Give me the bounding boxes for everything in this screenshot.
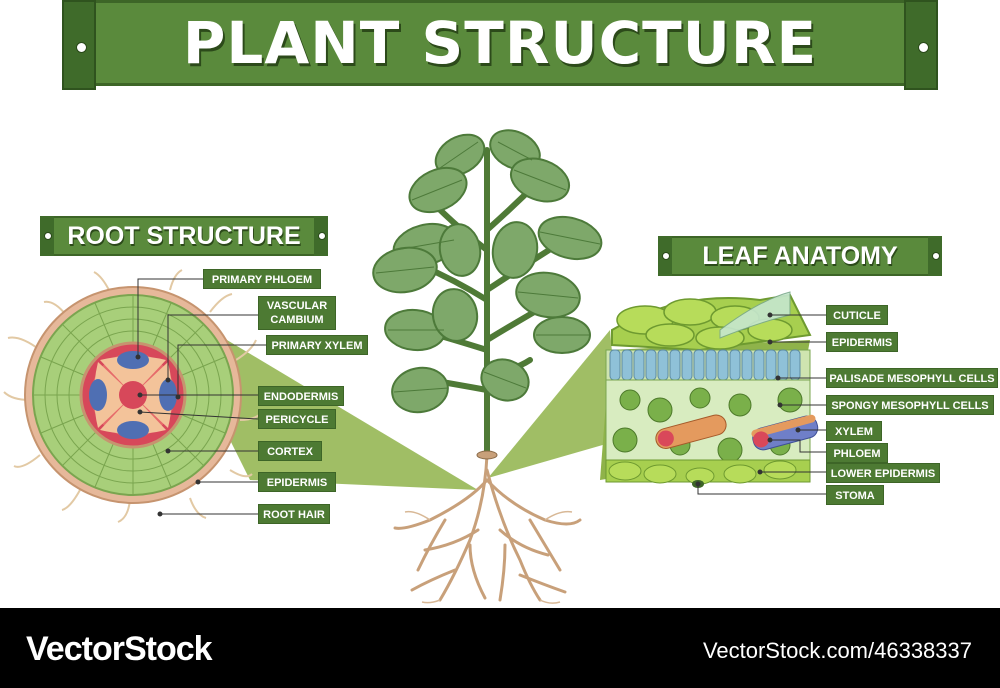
leaf-veins — [375, 141, 601, 393]
nail-icon — [662, 252, 670, 260]
label-epidermis-root: EPIDERMIS — [258, 472, 336, 492]
title-board — [90, 0, 910, 86]
title-cap-left — [62, 0, 96, 90]
root-banner-cap-left — [40, 216, 54, 256]
label-spongy-mesophyll: SPONGY MESOPHYLL CELLS — [826, 395, 994, 415]
leaf-anatomy-banner: LEAF ANATOMY — [658, 236, 942, 276]
leaf-vein-bundle-1 — [655, 414, 727, 449]
plant-illustration — [372, 129, 603, 604]
leaves — [372, 129, 603, 414]
root-fibers — [404, 510, 573, 604]
root-leader-lines — [135, 278, 266, 517]
root-collar — [476, 450, 498, 460]
page-title: PLANT STRUCTURE — [182, 9, 818, 77]
leaf-banner-board — [668, 236, 932, 276]
image-reference[interactable]: VectorStock.com/46338337 — [702, 638, 972, 663]
label-cortex: CORTEX — [258, 441, 322, 461]
leaf-cross-section — [600, 291, 819, 488]
label-xylem: XYLEM — [826, 421, 882, 441]
label-pericycle: PERICYCLE — [258, 409, 336, 429]
nail-icon — [318, 232, 326, 240]
root-structure-banner: ROOT STRUCTURE — [40, 216, 328, 256]
root-banner-board — [50, 216, 318, 256]
leaf-highlight-wedge — [488, 330, 620, 478]
root-cross-section — [3, 269, 263, 523]
leaf-leader-lines — [695, 312, 826, 495]
diagram-artwork — [3, 129, 826, 604]
diagram-canvas: PLANT STRUCTURE ROOT STRUCTURE LEAF ANAT… — [3, 0, 998, 604]
label-primary-phloem: PRIMARY PHLOEM — [203, 269, 321, 289]
label-palisade-mesophyll: PALISADE MESOPHYLL CELLS — [826, 368, 998, 388]
nail-icon — [932, 252, 940, 260]
label-stoma: STOMA — [826, 485, 884, 505]
nail-icon — [918, 42, 929, 53]
label-root-hair: ROOT HAIR — [258, 504, 330, 524]
leaf-banner-cap-right — [928, 236, 942, 276]
nail-icon — [44, 232, 52, 240]
leaf-anatomy-title: LEAF ANATOMY — [702, 242, 898, 270]
label-epidermis-leaf: EPIDERMIS — [826, 332, 898, 352]
label-phloem: PHLOEM — [826, 443, 888, 463]
root-banner-cap-right — [314, 216, 328, 256]
roots — [393, 453, 582, 602]
title-banner: PLANT STRUCTURE — [62, 0, 938, 90]
vectorstock-logo[interactable]: VectorStock — [26, 630, 213, 668]
nail-icon — [76, 42, 87, 53]
title-cap-right — [904, 0, 938, 90]
footer-bar: VectorStock VectorStock.com/46338337 — [0, 608, 1000, 688]
label-cuticle: CUTICLE — [826, 305, 888, 325]
label-endodermis: ENDODERMIS — [258, 386, 344, 406]
leaf-banner-cap-left — [658, 236, 672, 276]
label-primary-xylem: PRIMARY XYLEM — [266, 335, 368, 355]
root-structure-title: ROOT STRUCTURE — [67, 222, 301, 250]
label-lower-epidermis: LOWER EPIDERMIS — [826, 463, 940, 483]
